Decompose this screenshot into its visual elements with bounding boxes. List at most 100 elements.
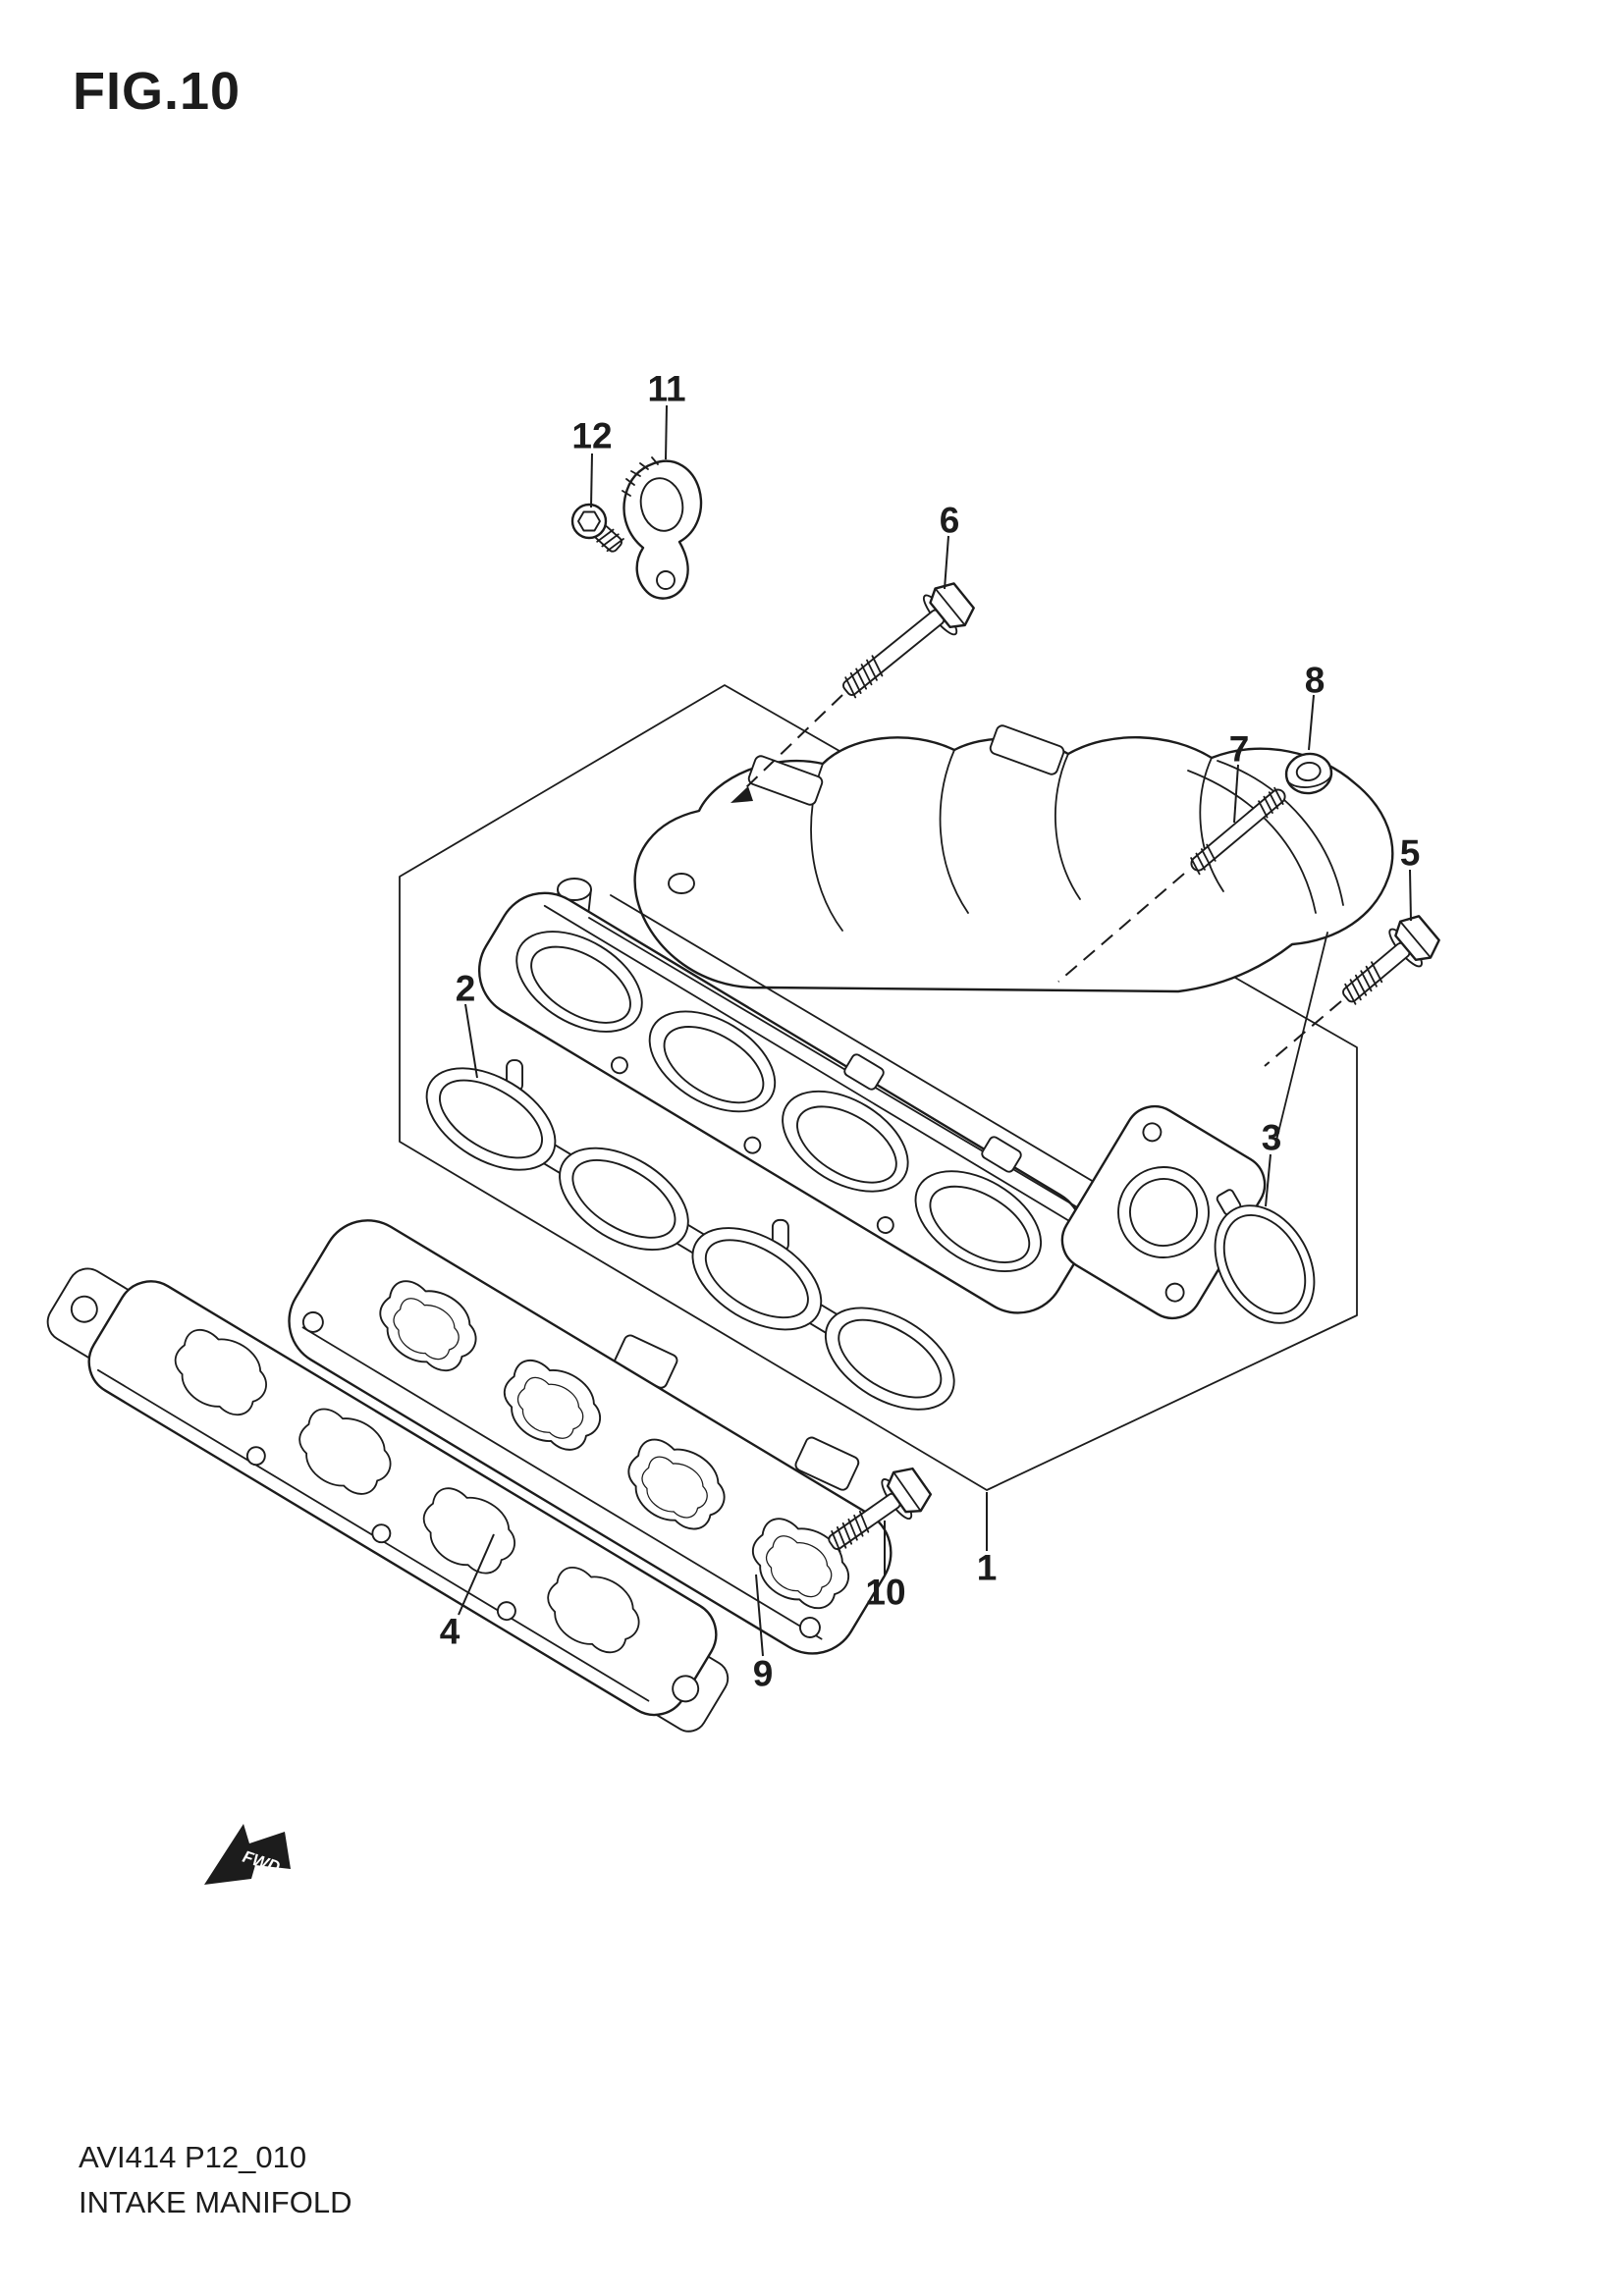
leader-12 <box>590 453 593 508</box>
head-edge <box>1399 920 1432 959</box>
bracket-rect <box>843 1053 885 1091</box>
plenum-body <box>633 735 1394 993</box>
leader-2 <box>464 1003 478 1079</box>
fwd-arrow-shape <box>204 1824 291 1885</box>
gasket-hole <box>496 1601 516 1622</box>
gasket-hole <box>70 1295 98 1323</box>
throttle-flange <box>1060 1104 1267 1320</box>
head-edge <box>934 587 966 626</box>
rail-bracket <box>981 1136 1022 1173</box>
flange-bolt-hole <box>1142 1122 1163 1143</box>
end-hole <box>301 1310 324 1333</box>
oring-inner <box>1222 1213 1307 1315</box>
leader-5 <box>1409 869 1412 922</box>
leader-9 <box>755 1574 764 1657</box>
callout-5: 5 <box>1399 832 1421 874</box>
part-throttle-oring <box>1214 1189 1316 1324</box>
part-nut-8 <box>1284 752 1333 795</box>
runner-port-inner <box>929 1185 1031 1263</box>
gasket-ring-inner <box>838 1318 943 1399</box>
callout-3: 3 <box>1261 1117 1282 1158</box>
leader-6 <box>944 535 949 590</box>
part-bolt-5 <box>1342 915 1440 1005</box>
fuel-rail-line <box>588 917 1164 1259</box>
nut-flange <box>1285 773 1333 788</box>
runner-sweep-line <box>1217 760 1344 906</box>
flange-bolt-hole <box>1164 1282 1185 1303</box>
bolt-boss <box>610 1056 628 1075</box>
frame-box <box>399 684 1358 1491</box>
part-bolt-12 <box>570 503 624 553</box>
dome-strap <box>989 724 1065 775</box>
runner-port-band <box>477 891 1085 1314</box>
runner-port-inner <box>530 945 631 1024</box>
callout-6: 6 <box>939 500 960 541</box>
fuel-rail-line <box>610 894 1184 1236</box>
threads <box>844 655 884 699</box>
figure-name: INTAKE MANIFOLD <box>79 2185 352 2219</box>
figure-code: AVI414 P12_010 <box>79 2140 307 2174</box>
threads <box>831 1510 870 1553</box>
runner-port-inner <box>796 1105 897 1184</box>
callout-2: 2 <box>455 968 476 1009</box>
part-stud-7 <box>1190 786 1286 876</box>
part-bracket <box>622 456 703 600</box>
callout-10: 10 <box>865 1572 906 1613</box>
lower-edge-line <box>301 1326 823 1640</box>
plenum-runner-line <box>1199 757 1224 892</box>
rail-bracket <box>843 1053 885 1091</box>
callout-7: 7 <box>1228 728 1250 770</box>
leader-5-dashed <box>1264 1000 1342 1067</box>
leader-4 <box>458 1533 495 1616</box>
figure-title: FIG.10 <box>73 62 242 121</box>
callout-12: 12 <box>571 415 613 456</box>
runner-port-inner <box>663 1026 765 1104</box>
leader-lines <box>458 404 1412 1657</box>
boss-port <box>668 873 695 894</box>
head-edge <box>893 1470 922 1513</box>
threads <box>1190 786 1284 876</box>
nut-hole <box>1295 762 1322 782</box>
plenum-runner-line <box>1055 753 1081 900</box>
leader-6-arrowhead <box>730 786 753 803</box>
leader-8 <box>1308 694 1315 751</box>
bracket-hole-small <box>656 570 676 590</box>
callout-8: 8 <box>1304 660 1325 701</box>
gasket-ring-inner <box>571 1159 676 1239</box>
gasket-ring-inner <box>438 1079 544 1159</box>
part-intake-manifold <box>477 724 1394 1320</box>
clip <box>794 1436 860 1491</box>
part-lower-manifold <box>288 1219 893 1655</box>
callout-1: 1 <box>976 1547 998 1588</box>
strap-rect <box>989 724 1065 775</box>
threads <box>596 528 624 553</box>
part-gasket-flat <box>46 1267 730 1733</box>
body-edge-line <box>1273 932 1328 1149</box>
threads <box>1344 961 1383 1005</box>
callout-9: 9 <box>752 1653 774 1694</box>
end-hole <box>798 1617 821 1638</box>
leader-7 <box>1233 764 1239 824</box>
leader-7-dashed <box>1057 873 1185 983</box>
flange-bore-inner <box>1129 1178 1198 1247</box>
stud-shank <box>1190 788 1286 872</box>
gasket-hole <box>371 1523 392 1544</box>
bolt-boss <box>876 1216 894 1234</box>
part-bolt-6 <box>842 582 975 699</box>
bracket-serration <box>622 456 659 497</box>
gasket-hole <box>245 1446 266 1467</box>
runner-sweep-line <box>1187 770 1317 914</box>
bolt-12-hex <box>577 510 601 532</box>
gasket-hole <box>672 1675 700 1703</box>
leader-11 <box>665 404 668 460</box>
part-bolt-10 <box>828 1467 933 1553</box>
part-gasket-upper <box>425 1059 955 1411</box>
nipple-top <box>557 878 592 901</box>
leader-3 <box>1265 1153 1271 1207</box>
band-rim-line <box>543 904 1073 1224</box>
callout-4: 4 <box>439 1611 460 1652</box>
gasket-ring-inner <box>704 1239 809 1319</box>
callout-11: 11 <box>647 368 686 409</box>
